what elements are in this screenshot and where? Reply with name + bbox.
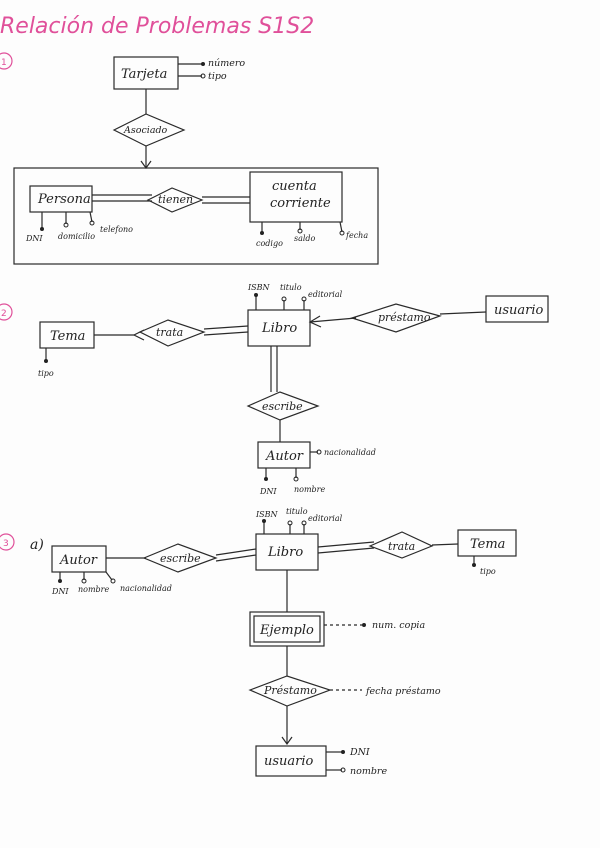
entity-cuenta-box [249, 171, 343, 223]
aggregation-box [13, 167, 379, 265]
relationship-asociado: Asociado [123, 125, 168, 136]
relationship-escribe-shape [246, 391, 320, 421]
entity-usuario-box [255, 745, 327, 777]
entity-libro-box [247, 309, 311, 347]
exercise-number-1: 1 [1, 58, 7, 68]
attr-editorial: editorial [308, 290, 343, 299]
entity-usuario: usuario [494, 303, 544, 318]
attr-tipo: tipo [480, 567, 496, 576]
exercise-3: a) Autor DNI nombre nacionalidad escribe… [30, 507, 517, 777]
exercise-number-3: 3 [3, 539, 9, 549]
page-title: Relación de Problemas S1S2 [0, 14, 314, 39]
attr-editorial: editorial [308, 514, 343, 523]
attr-dni: DNI [25, 234, 43, 243]
attr-saldo: saldo [294, 234, 316, 243]
entity-usuario-box [485, 295, 549, 323]
exercise-number-2: 2 [1, 309, 7, 319]
relationship-prestamo-shape [350, 303, 442, 333]
relationship-trata: trata [388, 540, 415, 553]
attr-usuario-dni: DNI [349, 747, 370, 758]
relationship-prestamo: Préstamo [263, 684, 317, 697]
attr-nacionalidad: nacionalidad [120, 584, 172, 593]
attr-numero: número [208, 58, 245, 69]
exercise-number-circle-2 [0, 303, 13, 321]
attr-isbn: ISBN [255, 510, 279, 519]
exercise-2: Tema tipo trata Libro ISBN titulo editor… [38, 283, 549, 496]
entity-persona-box [29, 185, 93, 213]
relationship-asociado-shape [112, 113, 186, 147]
attr-codigo: codigo [256, 239, 283, 248]
attr-nombre: nombre [294, 485, 326, 494]
entity-libro: Libro [267, 545, 303, 560]
attr-nombre: nombre [78, 585, 110, 594]
attr-dni: DNI [259, 487, 277, 496]
entity-ejemplo: Ejemplo [259, 623, 314, 638]
attr-isbn: ISBN [247, 283, 271, 292]
entity-autor: Autor [265, 449, 304, 464]
attr-telefono: telefono [100, 225, 133, 234]
relationship-trata-shape [138, 319, 206, 347]
attr-usuario-nombre: nombre [350, 766, 387, 777]
exercise-number-circle-1 [0, 52, 13, 70]
attr-titulo: titulo [280, 283, 302, 292]
relationship-trata: trata [156, 326, 183, 339]
exercise-1: Tarjeta número tipo Asociado Persona DNI… [13, 56, 379, 265]
attr-titulo: titulo [286, 507, 308, 516]
attr-num-copia: num. copia [372, 620, 425, 631]
entity-autor-box [51, 545, 107, 573]
entity-libro: Libro [261, 321, 297, 336]
attr-nacionalidad: nacionalidad [324, 448, 376, 457]
attr-fecha: fecha [345, 231, 368, 240]
relationship-escribe: escribe [160, 552, 201, 565]
entity-tema-box [457, 529, 517, 557]
relationship-tienen: tienen [158, 193, 193, 206]
entity-cuenta-line2: corriente [270, 196, 331, 211]
attr-fecha-prestamo: fecha préstamo [365, 686, 441, 697]
relationship-tienen-shape [146, 187, 204, 213]
attr-dni: DNI [51, 587, 69, 596]
entity-tema: Tema [470, 537, 505, 552]
entity-tarjeta: Tarjeta [121, 67, 167, 82]
relationship-escribe: escribe [262, 400, 303, 413]
entity-autor: Autor [59, 553, 98, 568]
relationship-trata-shape [368, 531, 434, 559]
subsection-a: a) [30, 537, 44, 553]
attr-domicilio: domicilio [58, 232, 95, 241]
attr-tipo: tipo [208, 71, 227, 82]
attr-tipo: tipo [38, 369, 54, 378]
entity-cuenta-line1: cuenta [272, 179, 317, 194]
entity-persona: Persona [37, 192, 91, 207]
entity-usuario: usuario [264, 754, 314, 769]
entity-tema: Tema [50, 329, 85, 344]
relationship-prestamo: préstamo [378, 311, 431, 324]
relationship-escribe-shape [142, 543, 218, 573]
entity-autor-box [257, 441, 311, 469]
exercise-number-circle-3 [0, 533, 15, 551]
